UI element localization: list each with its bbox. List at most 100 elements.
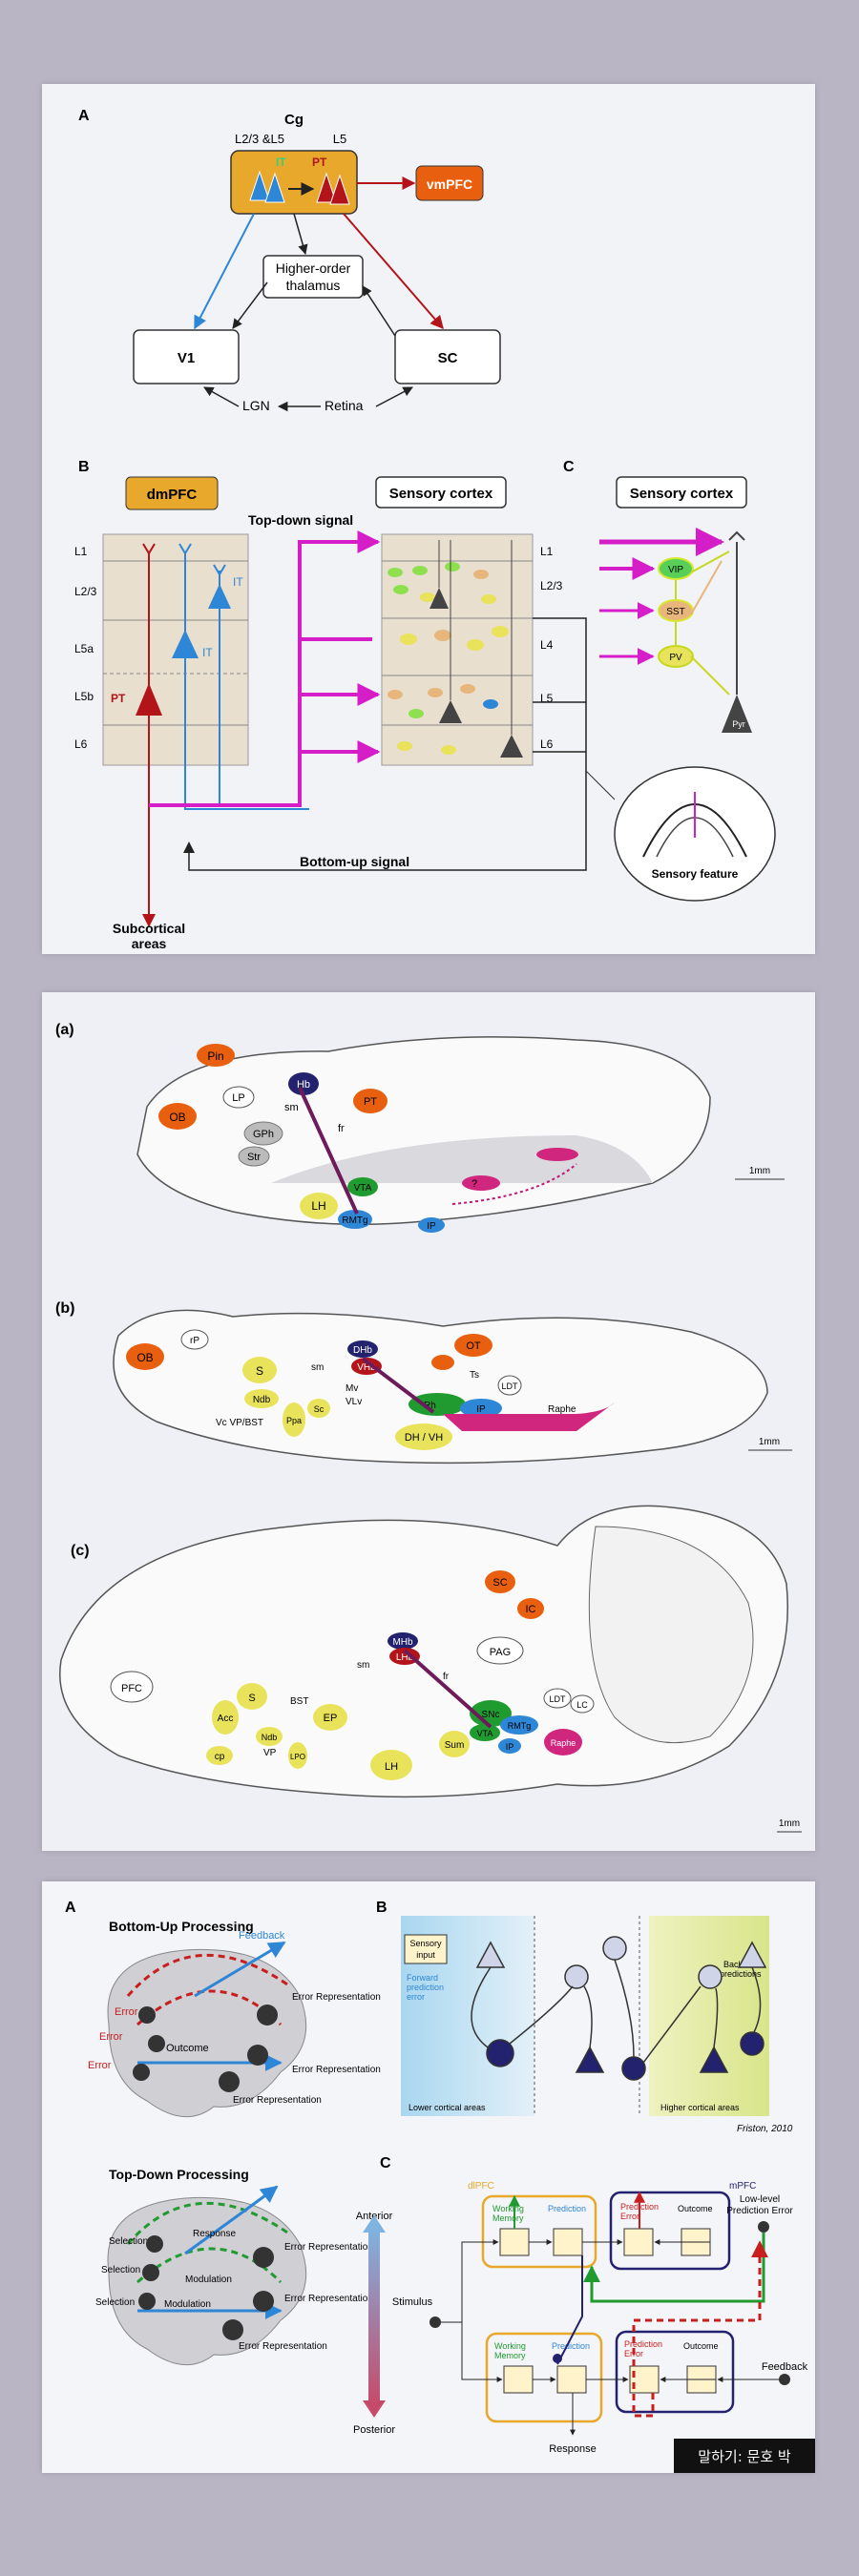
layer-label: L1 [540, 545, 554, 558]
raphe-label-c: Raphe [551, 1738, 576, 1748]
neuron-network [471, 1936, 767, 2081]
pt-label: PT [312, 156, 327, 169]
cp-label: cp [215, 1752, 225, 1762]
vmpfc-box [415, 165, 484, 201]
dmpfc-label: dmPFC [147, 487, 198, 503]
lh-label-c: LH [385, 1761, 398, 1773]
layer-label: L2/3 [74, 585, 97, 598]
selection-label-3: Selection [95, 2297, 135, 2308]
layer-l5-label: L5 [333, 132, 346, 146]
pv-label: PV [669, 653, 682, 663]
error-representation-2: Error Representation [292, 2065, 381, 2075]
s-label-c: S [248, 1693, 255, 1704]
mpfc-label: mPFC [729, 2181, 756, 2192]
slide-brain-sagittal-sections: (a) Pin OB LP Hb sm PT GPh Str fr LH VTA… [42, 992, 815, 1851]
error-label-1: Error [115, 2006, 138, 2018]
cg-label: Cg [284, 112, 304, 128]
stimulus-node [430, 2316, 441, 2328]
forward-label-2: prediction [407, 1983, 444, 1992]
it-label: IT [276, 156, 286, 169]
s-label-b: S [256, 1364, 263, 1378]
circuit-diagram-svg: A Cg L2/3 &L5 L5 IT PT vmPFC Higher-orde… [74, 108, 776, 951]
pyr-neuron-c [722, 695, 752, 733]
slide-circuit-diagram: A Cg L2/3 &L5 L5 IT PT vmPFC Higher-orde… [42, 84, 815, 954]
sensory-pyramidal-1 [430, 588, 449, 609]
ndb-label-c: Ndb [262, 1733, 278, 1742]
vp-bst-label-b: Vc VP/BST [216, 1418, 263, 1428]
it-label-b2: IT [233, 575, 243, 589]
error-representation-4: Error Representation [284, 2242, 373, 2253]
higher-order-label: Higher-order [276, 260, 351, 276]
layer-label: L1 [74, 545, 88, 558]
sensory-pyramidal-3 [500, 735, 523, 758]
v1-box [133, 329, 240, 384]
layer-label: L5a [74, 642, 94, 655]
ob-label-b: OB [136, 1351, 153, 1364]
section-label-b: (b) [55, 1300, 74, 1317]
section-label-a: (a) [55, 1022, 74, 1038]
ts-label: Ts [470, 1370, 479, 1381]
scale-label-b: 1mm [759, 1437, 780, 1447]
rp-label: rP [190, 1336, 199, 1346]
lower-cortical-label: Lower cortical areas [409, 2103, 486, 2112]
fr-label-a: fr [338, 1123, 345, 1134]
layer-label: L5b [74, 690, 94, 703]
error-representation-5: Error Representation [284, 2294, 373, 2304]
panel-b-letter-3: B [376, 1900, 388, 1916]
section-label-c: (c) [71, 1543, 90, 1559]
subtitle-caption: 말하기: 문호 박 [674, 2439, 815, 2473]
bottom-up-title: Bottom-Up Processing [109, 1919, 254, 1934]
error-label-2: Error [99, 2031, 123, 2043]
stimulus-label: Stimulus [392, 2296, 433, 2308]
fr-label-c: fr [443, 1672, 450, 1682]
layer-l23-l5-label: L2/3 &L5 [235, 132, 284, 146]
dlpfc-box-bottom [485, 2332, 603, 2423]
sensory-cortex-box-b [375, 476, 507, 509]
response-label-c: Response [549, 2443, 597, 2455]
pt-label-b: PT [111, 692, 126, 705]
it-label-b1: IT [202, 646, 213, 659]
panel-a-letter: A [78, 108, 90, 124]
response-label-a: Response [193, 2229, 236, 2239]
forward-label-1: Forward [407, 1973, 438, 1983]
lh-label-a: LH [311, 1199, 325, 1213]
anterior-posterior-axis [368, 2229, 380, 2404]
modulation-label-1: Modulation [185, 2275, 232, 2285]
mpfc-box-top [609, 2191, 731, 2271]
prediction-error-bottom-1: Prediction [624, 2339, 662, 2349]
ldt-label-b: LDT [501, 1381, 518, 1391]
sc-label-c: SC [492, 1577, 507, 1589]
layer-label: L6 [540, 737, 554, 751]
raphe-label-b: Raphe [548, 1404, 576, 1415]
pin-label: Pin [207, 1049, 223, 1063]
ic-label: IC [526, 1604, 536, 1615]
brain-outline-b [113, 1309, 768, 1465]
pt-label-a: PT [364, 1096, 377, 1108]
modulation-label-2: Modulation [164, 2299, 211, 2310]
prediction-error-top-2: Error [620, 2212, 639, 2221]
backward-label-2: predictions [720, 1969, 762, 1979]
slide-predictive-processing: A Bottom-Up Processing Feedback Error Er… [42, 1881, 815, 2473]
pin-region [197, 1044, 235, 1067]
mv-label: Mv [346, 1383, 358, 1394]
vhb-label: VHb [357, 1362, 376, 1373]
dh-vh-label: DH / VH [405, 1432, 443, 1444]
vip-cell [658, 557, 694, 580]
selection-label-2: Selection [101, 2265, 140, 2275]
subcortical-label-2: areas [132, 936, 167, 951]
sc-label: SC [438, 350, 458, 366]
ob-label-a: OB [169, 1111, 185, 1124]
working-memory-bottom-1: Working [494, 2341, 526, 2351]
rmtg-label-a: RMTg [342, 1215, 367, 1226]
dlpfc-label: dlPFC [468, 2181, 494, 2192]
pt-neuron-2 [329, 174, 350, 205]
ldt-label-c: LDT [549, 1694, 566, 1704]
ep-label: EP [324, 1713, 338, 1724]
feedback-label-c: Feedback [762, 2361, 808, 2373]
scale-label-a: 1mm [749, 1166, 770, 1176]
ob-region-a [158, 1103, 197, 1130]
brain-bottom-up [107, 1948, 307, 2118]
bst-label: BST [290, 1696, 308, 1707]
it-neuron-1 [249, 170, 270, 201]
rh-label: Rh [424, 1401, 436, 1411]
